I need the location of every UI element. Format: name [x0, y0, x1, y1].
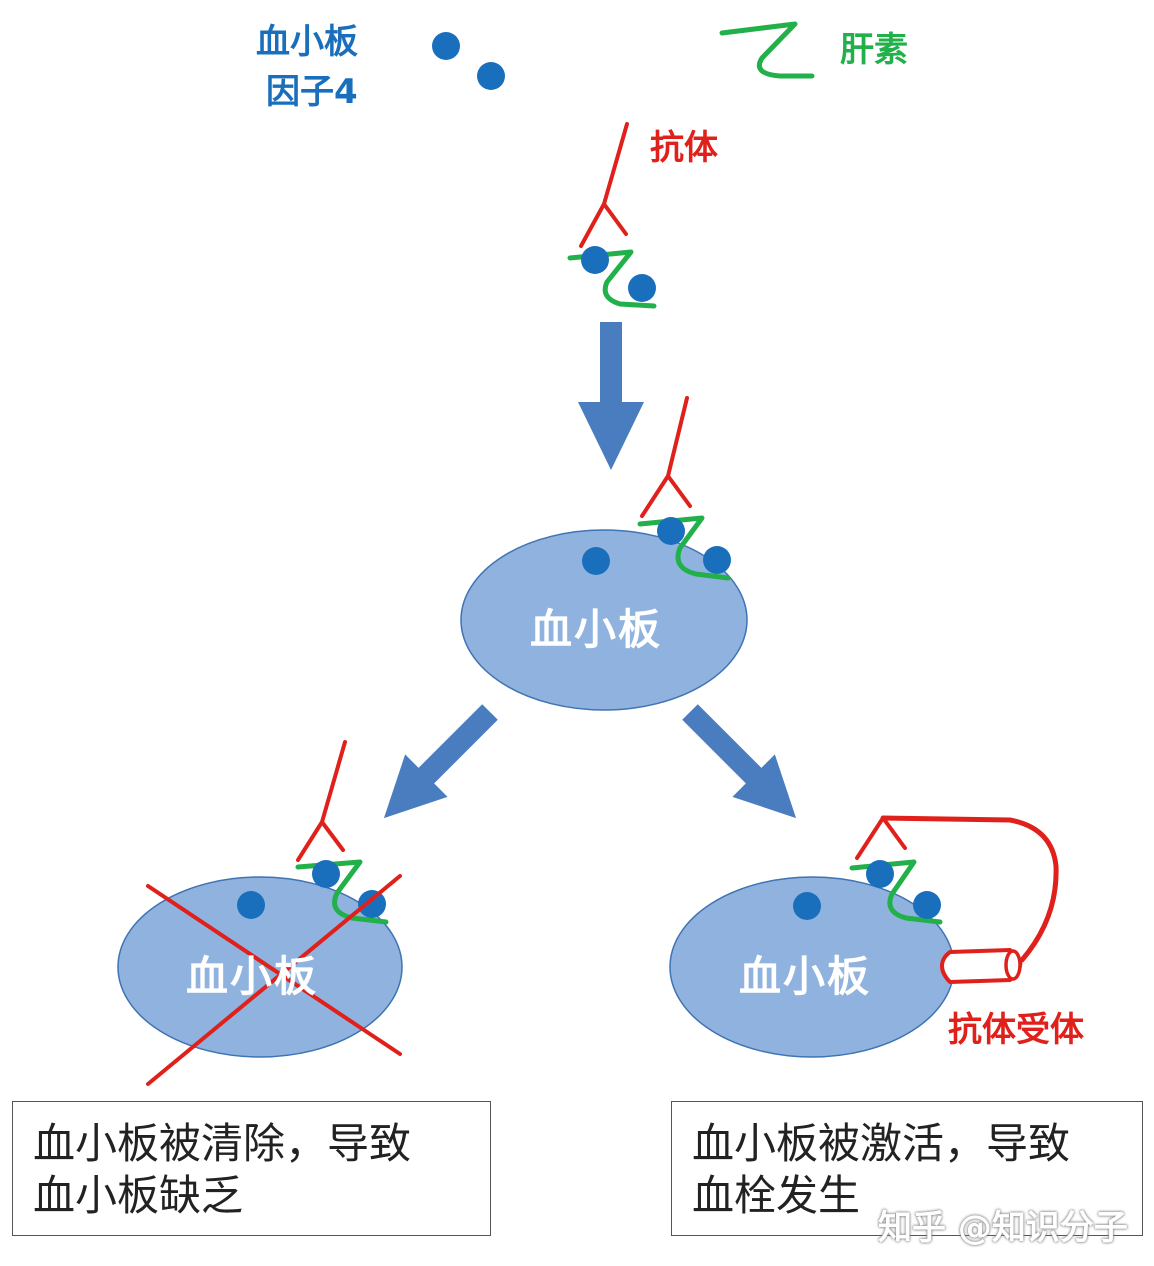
pf4-legend-icon [432, 32, 505, 90]
outcome-right-box: 血小板被激活，导致 血栓发生 [671, 1101, 1143, 1236]
platelet-center [460, 529, 748, 711]
outcome-left-line2: 血小板缺乏 [33, 1171, 244, 1220]
platelet-right-label: 血小板 [739, 952, 872, 1001]
watermark: 知乎 @知识分子 [878, 1208, 1128, 1248]
bound-complex-right [849, 815, 1059, 963]
arrow-down-right [682, 704, 797, 819]
heparin-legend-icon [719, 21, 815, 79]
outcome-left-line1: 血小板被清除，导致 [33, 1119, 412, 1168]
platelet-left [117, 876, 403, 1058]
outcome-left-box: 血小板被清除，导致 血小板缺乏 [12, 1101, 491, 1236]
antibody-heparin-pf4-complex [567, 122, 657, 309]
antibody-receptor [940, 948, 1023, 984]
arrow-down-left [383, 704, 498, 819]
bound-complex-center [637, 396, 731, 581]
pf4-label-line1: 血小板 [256, 22, 358, 62]
bound-complex-left [295, 740, 389, 925]
arrow-down [578, 322, 644, 470]
platelet-center-label: 血小板 [530, 605, 663, 654]
outcome-right-line1: 血小板被激活，导致 [692, 1119, 1071, 1168]
outcome-right-line2: 血栓发生 [692, 1171, 861, 1220]
platelet-left-label: 血小板 [186, 952, 319, 1001]
antibody-to-receptor-link [880, 815, 1059, 963]
receptor-label: 抗体受体 [948, 1010, 1084, 1050]
antibody-label: 抗体 [650, 128, 718, 168]
pf4-label-line2: 因子4 [266, 72, 358, 112]
heparin-label: 肝素 [840, 30, 908, 70]
cross-mark [146, 874, 402, 1086]
